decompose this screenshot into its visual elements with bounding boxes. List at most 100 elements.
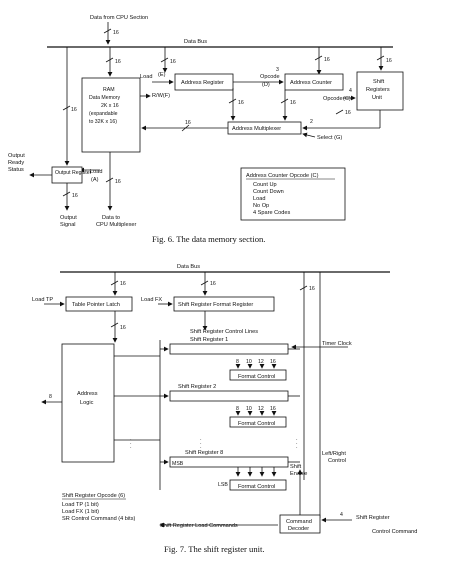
format-control-2-box xyxy=(229,416,287,428)
svg-text:Table Pointer Latch: Table Pointer Latch xyxy=(72,302,120,308)
svg-text:Command: Command xyxy=(286,519,312,525)
svg-text:16: 16 xyxy=(210,281,216,287)
shift-registers-unit-box xyxy=(356,71,404,111)
svg-text:16: 16 xyxy=(238,100,244,106)
format-control-8-box xyxy=(229,479,287,491)
svg-text:16: 16 xyxy=(270,406,276,412)
svg-text:Shift Register Opcode (6): Shift Register Opcode (6) xyxy=(62,493,125,499)
ram-data-memory-box xyxy=(81,77,141,153)
svg-text:Format Control: Format Control xyxy=(238,484,275,490)
svg-text:Shift Register 2: Shift Register 2 xyxy=(178,384,216,390)
svg-text:10: 10 xyxy=(246,359,252,365)
data-from-cpu-label: Data from CPU Section xyxy=(90,15,148,21)
svg-text:Shift Register Load Commands: Shift Register Load Commands xyxy=(160,523,238,529)
svg-text:Shift Register: Shift Register xyxy=(356,515,390,521)
svg-text:(expandable: (expandable xyxy=(89,111,118,117)
svg-text:Shift: Shift xyxy=(290,464,302,470)
svg-text:(D): (D) xyxy=(262,82,270,88)
svg-text:Format Control: Format Control xyxy=(238,421,275,427)
svg-text:12: 12 xyxy=(258,359,264,365)
svg-text:Load TP: Load TP xyxy=(32,297,53,303)
svg-text:Data Memory: Data Memory xyxy=(89,95,121,101)
shift-register-8-box xyxy=(169,456,289,468)
svg-text:Address Multiplexer: Address Multiplexer xyxy=(232,126,281,132)
svg-text:.: . xyxy=(296,436,298,442)
svg-text:12: 12 xyxy=(258,406,264,412)
svg-text:Load TP (1 bit): Load TP (1 bit) xyxy=(62,502,99,508)
svg-text:16: 16 xyxy=(71,107,77,113)
svg-text:Unit: Unit xyxy=(372,95,382,101)
svg-text:16: 16 xyxy=(113,30,119,36)
svg-text:8: 8 xyxy=(236,359,239,365)
svg-text:Load: Load xyxy=(253,196,265,202)
data-bus-label: Data Bus xyxy=(184,39,207,45)
svg-text:Data to: Data to xyxy=(102,215,120,221)
svg-text:Load FX (1 bit): Load FX (1 bit) xyxy=(62,509,99,515)
svg-text:16: 16 xyxy=(72,193,78,199)
svg-text:No Op: No Op xyxy=(253,203,269,209)
format-control-1-box xyxy=(229,369,287,381)
svg-text:Enable: Enable xyxy=(290,471,307,477)
svg-text:16: 16 xyxy=(324,57,330,63)
svg-text:(C): (C) xyxy=(343,96,351,102)
svg-text:R/W(F): R/W(F) xyxy=(152,93,170,99)
fig7-caption: Fig. 7. The shift register unit. xyxy=(164,544,265,554)
svg-text:2K x 16: 2K x 16 xyxy=(101,103,119,109)
svg-text:3: 3 xyxy=(276,67,279,73)
svg-text:(A): (A) xyxy=(91,177,99,183)
svg-text:2: 2 xyxy=(310,119,313,125)
svg-text:(E): (E) xyxy=(158,72,166,78)
svg-text:.: . xyxy=(200,444,202,450)
svg-text:10: 10 xyxy=(246,406,252,412)
svg-text:Load: Load xyxy=(90,169,102,175)
shift-register-format-register-box xyxy=(173,296,275,312)
svg-text:.: . xyxy=(296,444,298,450)
svg-text:16: 16 xyxy=(170,59,176,65)
svg-text:Count Up: Count Up xyxy=(253,182,277,188)
svg-text:Address: Address xyxy=(77,391,98,397)
fig6-caption: Fig. 6. The data memory section. xyxy=(152,234,265,244)
svg-text:Control: Control xyxy=(328,458,346,464)
svg-text:.: . xyxy=(200,440,202,446)
svg-text:Logic: Logic xyxy=(80,400,94,406)
svg-text:.: . xyxy=(130,440,132,446)
svg-text:Shift Register 8: Shift Register 8 xyxy=(185,450,223,456)
svg-text:CPU Multiplexer: CPU Multiplexer xyxy=(96,222,137,228)
svg-text:Left/Right: Left/Right xyxy=(322,451,346,457)
address-counter-box xyxy=(284,73,344,91)
svg-text:16: 16 xyxy=(345,110,351,116)
table-pointer-latch-box xyxy=(65,296,133,312)
svg-text:LSB: LSB xyxy=(218,482,228,488)
svg-text:Registers: Registers xyxy=(366,87,390,93)
svg-text:8: 8 xyxy=(49,394,52,400)
fig6-data-memory-section: Data from CPU Section 16 Data Bus 16 16 … xyxy=(8,15,404,244)
svg-text:16: 16 xyxy=(386,58,392,64)
svg-text:16: 16 xyxy=(270,359,276,365)
svg-text:SR Control Command (4 bits): SR Control Command (4 bits) xyxy=(62,516,136,522)
svg-text:Timer Clock: Timer Clock xyxy=(322,341,352,347)
shift-register-1-box xyxy=(169,343,289,355)
svg-text:16: 16 xyxy=(290,100,296,106)
svg-text:4 Spare Codes: 4 Spare Codes xyxy=(253,210,291,216)
address-logic-box xyxy=(61,343,115,463)
svg-text:Load FX: Load FX xyxy=(141,297,162,303)
svg-text:MSB: MSB xyxy=(172,461,184,467)
fig7-shift-register-unit: Data Bus 16 Load TP Table Pointer Latch … xyxy=(32,264,417,554)
svg-text:.: . xyxy=(296,440,298,446)
svg-text:Shift Register Format Register: Shift Register Format Register xyxy=(178,302,253,308)
fig7-data-bus-label: Data Bus xyxy=(177,264,200,270)
svg-text:Opcode: Opcode xyxy=(260,74,280,80)
opcode-table-box xyxy=(240,167,346,221)
svg-text:16: 16 xyxy=(185,120,191,126)
svg-text:Signal: Signal xyxy=(60,222,76,228)
svg-text:Decoder: Decoder xyxy=(288,526,309,532)
svg-text:8: 8 xyxy=(236,406,239,412)
svg-text:Shift Register Control Lines: Shift Register Control Lines xyxy=(190,329,258,335)
svg-text:Opcode: Opcode xyxy=(323,96,343,102)
svg-text:Status: Status xyxy=(8,167,24,173)
svg-text:16: 16 xyxy=(115,59,121,65)
svg-text:RAM: RAM xyxy=(103,87,115,93)
svg-text:.: . xyxy=(200,436,202,442)
svg-text:.: . xyxy=(130,436,132,442)
svg-text:Output Register: Output Register xyxy=(55,170,92,176)
